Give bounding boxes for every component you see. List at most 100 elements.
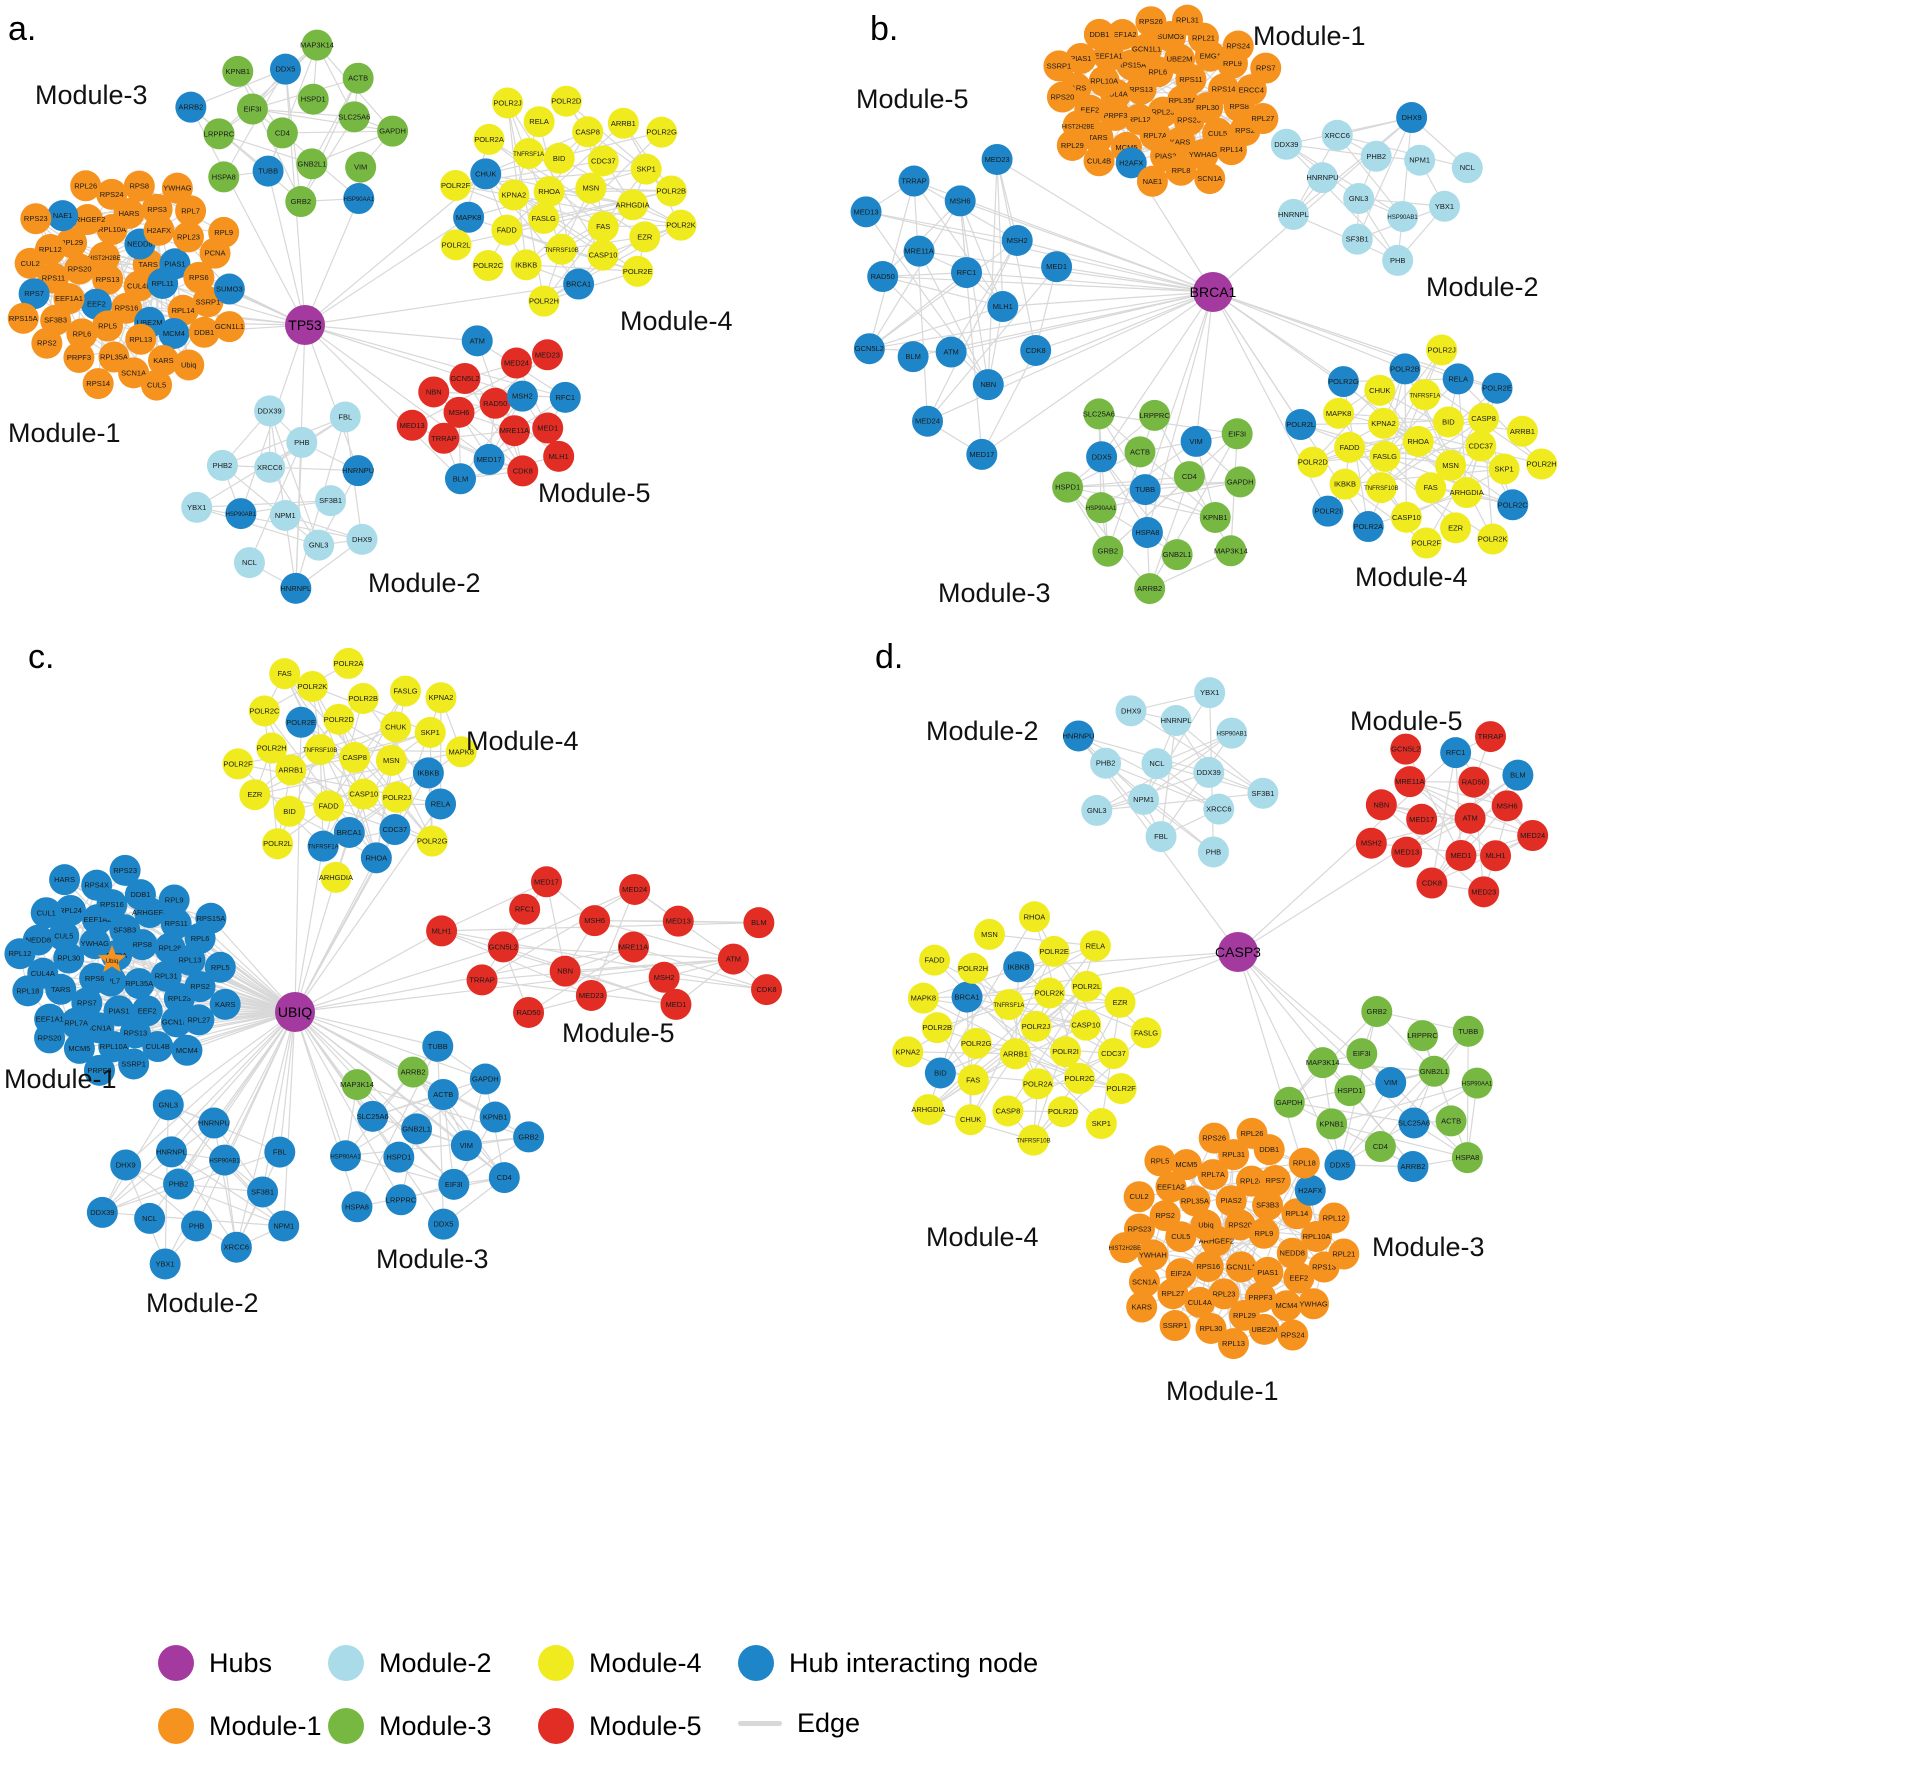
node-tnfrsf1a (307, 830, 339, 862)
edge (663, 976, 768, 991)
node-sf3b3 (109, 914, 141, 946)
node-label: RFC1 (515, 905, 535, 914)
node-label: CHUK (960, 1115, 981, 1124)
node-polr2d (1297, 446, 1329, 478)
node-msh2 (1001, 224, 1033, 256)
hub-edge (1212, 291, 1302, 426)
node-grb2 (285, 186, 317, 218)
edge (1098, 413, 1109, 552)
node-label: RPL10A (98, 225, 126, 234)
hub-edge (987, 291, 1214, 386)
node-label: NEDD8 (127, 240, 152, 249)
node-rps20 (1046, 81, 1078, 113)
node-label: FADD (497, 226, 518, 235)
node-npm1 (1404, 144, 1436, 176)
node-label: MED23 (535, 350, 560, 359)
panel-b: RPL23RPS13RPL35ARPL12RPL6RPS23CUL4ARPS11… (850, 4, 1558, 608)
node-msh6 (944, 185, 976, 217)
node-label: RELA (431, 799, 451, 808)
node-label: KPNA2 (895, 1047, 920, 1056)
node-label: PRPF3 (1248, 1293, 1272, 1302)
node-kpna2 (425, 682, 457, 714)
node-rad50 (867, 261, 899, 293)
hub-edge (965, 272, 1214, 293)
edge (987, 158, 998, 386)
node-label: EEF2 (138, 1006, 157, 1015)
hub-edge (304, 216, 470, 326)
node-label: RPL10A (1303, 1232, 1331, 1241)
node-label: POLR2B (348, 694, 378, 703)
node-ddx39 (86, 1196, 118, 1228)
node-rpl18 (1288, 1147, 1320, 1179)
module-label: Module-1 (1253, 21, 1366, 51)
module-module-4-nodes: RHOAMSNFASLGBIDFASKPNA2CDC37TNFRSF10BTNF… (1285, 334, 1558, 559)
node-ddx39 (254, 395, 286, 427)
node-med24 (912, 405, 944, 437)
module-module-2-nodes: PHB2HSP90AB1PHBHNRNPLSF3B1NCLHNRNPUXRCC6… (86, 1089, 300, 1280)
node-label: MSH2 (654, 973, 675, 982)
node-med1 (1041, 251, 1073, 283)
module-label: Module-2 (1426, 272, 1539, 302)
node-label: KARS (215, 1000, 235, 1009)
node-label: NBN (426, 387, 442, 396)
hub-edge (294, 946, 504, 1013)
node-map3k14 (301, 29, 333, 61)
edge (590, 888, 636, 997)
node-ddb1 (124, 879, 156, 911)
node-cdc37 (1465, 430, 1497, 462)
node-chuk (955, 1104, 987, 1136)
node-med24 (619, 873, 651, 905)
node-rps24 (1277, 1319, 1309, 1351)
node-hsp90aa1 (330, 1140, 362, 1172)
node-label: HSPD1 (301, 95, 326, 104)
module-module-3-nodes: CD4HSPD1GNB2L1EIF3ISLC25A6TUBBDDX5VIMLRP… (175, 29, 409, 218)
module-module-2-nodes: NPM1XRCC6SF3B1HSP90AB1PHBGNL3PHB2HNRNPUN… (181, 395, 378, 604)
node-label: POLR2G (646, 128, 677, 137)
edge (1380, 804, 1485, 893)
node-rhoa (533, 176, 565, 208)
edge (1018, 966, 1115, 1055)
hub-label: UBIQ (278, 1004, 312, 1020)
node-rps2 (31, 327, 63, 359)
node-label: MRE11A (500, 426, 529, 435)
node-label: RHOA (1024, 912, 1046, 921)
node-ybx1 (149, 1248, 181, 1280)
node-prpf3 (83, 1054, 115, 1086)
node-polr2i (1312, 495, 1344, 527)
node-label: ARHGEF2 (1199, 1236, 1234, 1245)
node-rpl26 (70, 170, 102, 202)
edge (101, 1122, 215, 1213)
node-gcn1l1 (213, 311, 245, 343)
module-module-2-nodes: NCLDDX39NPM1HNRNPLXRCC6PHB2HSP90AB1FBLDH… (1062, 677, 1279, 868)
node-label: HSP90AA1 (344, 197, 375, 203)
node-hnrnpu (1306, 162, 1338, 194)
node-label: POLR2J (1427, 345, 1456, 354)
node-label: RPL30 (1199, 1324, 1222, 1333)
node-label: RPS11 (1179, 75, 1202, 84)
node-label: POLR2E (623, 267, 653, 276)
node-slc25a6 (357, 1100, 389, 1132)
node-nbn (418, 376, 450, 408)
node-skp1 (414, 716, 446, 748)
node-hnrnpl (280, 572, 312, 604)
node-label: SLC25A6 (1083, 409, 1115, 418)
node-polr2a (1352, 511, 1384, 543)
node-label: ATM (944, 348, 959, 357)
node-casp10 (1070, 1009, 1102, 1041)
node-label: MAPK8 (1326, 409, 1351, 418)
node-ddx39 (1270, 128, 1302, 160)
node-label: KARS (153, 356, 173, 365)
node-eif3i (1221, 418, 1253, 450)
node-label: RPL26 (74, 181, 97, 190)
hub-edge (213, 1011, 296, 1124)
node-map3k14 (341, 1069, 373, 1101)
node-label: SCN1A (1132, 1277, 1157, 1286)
module-label: Module-3 (376, 1244, 489, 1274)
node-label: PRPF3 (87, 1066, 111, 1075)
node-label: SF3B3 (113, 925, 136, 934)
edge (1331, 1082, 1478, 1125)
node-label: GCN1L1 (215, 322, 244, 331)
node-gnb2l1 (401, 1113, 433, 1145)
node-hspa8 (1451, 1142, 1483, 1174)
node-h2afx (1115, 147, 1147, 179)
